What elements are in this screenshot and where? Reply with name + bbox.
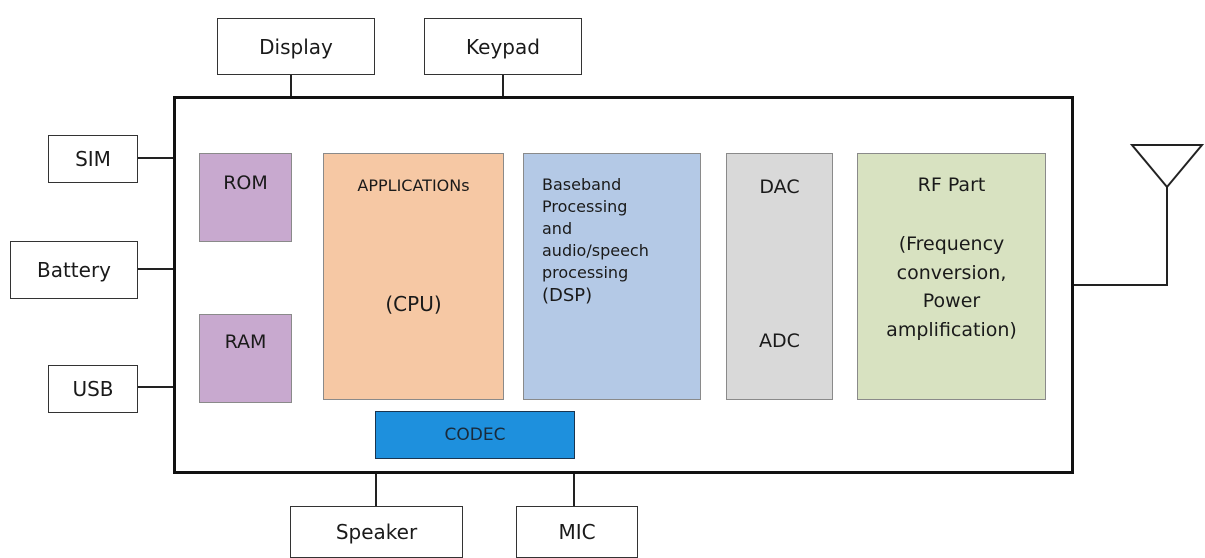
applications-block: APPLICATIONs (CPU) — [323, 153, 504, 400]
baseband-line: Processing — [542, 197, 628, 217]
rf-line: conversion, — [896, 261, 1007, 284]
rom-label: ROM — [223, 172, 268, 194]
rom-block: ROM — [199, 153, 292, 242]
codec-label: CODEC — [444, 425, 506, 445]
antenna-feed — [1074, 187, 1168, 286]
dac-label: DAC — [759, 176, 800, 198]
keypad-label: Keypad — [466, 34, 540, 59]
sim-box: SIM — [48, 135, 138, 183]
speaker-label: Speaker — [335, 520, 418, 544]
rf-line: (Frequency — [898, 233, 1005, 255]
sim-label: SIM — [75, 147, 111, 171]
baseband-line: processing — [542, 263, 629, 283]
rf-part-title: RF Part — [917, 174, 986, 196]
applications-subtitle: (CPU) — [385, 292, 442, 316]
rf-line: amplification) — [886, 318, 1017, 341]
antenna-icon — [1129, 144, 1205, 189]
battery-box: Battery — [10, 241, 138, 299]
baseband-line: Baseband — [542, 175, 622, 194]
battery-label: Battery — [36, 258, 112, 282]
applications-title: APPLICATIONs — [357, 176, 470, 195]
adc-label: ADC — [759, 330, 800, 352]
mic-label: MIC — [558, 520, 596, 544]
speaker-box: Speaker — [290, 506, 463, 558]
rf-part-description: (Frequency conversion, Power amplificati… — [858, 230, 1045, 344]
usb-box: USB — [48, 365, 138, 413]
rf-line: Power — [922, 290, 981, 312]
keypad-box: Keypad — [424, 18, 582, 75]
codec-block: CODEC — [375, 411, 575, 459]
baseband-block: Baseband Processing and audio/speech pro… — [523, 153, 701, 400]
baseband-line: and — [542, 219, 573, 239]
ram-label: RAM — [224, 331, 267, 353]
rf-part-block: RF Part (Frequency conversion, Power amp… — [857, 153, 1046, 400]
converters-block: DAC ADC — [726, 153, 833, 400]
usb-label: USB — [72, 377, 114, 401]
ram-block: RAM — [199, 314, 292, 403]
baseband-line: audio/speech — [542, 241, 649, 261]
mic-box: MIC — [516, 506, 638, 558]
display-box: Display — [217, 18, 375, 75]
display-label: Display — [259, 34, 333, 59]
baseband-dsp-label: (DSP) — [542, 285, 593, 307]
